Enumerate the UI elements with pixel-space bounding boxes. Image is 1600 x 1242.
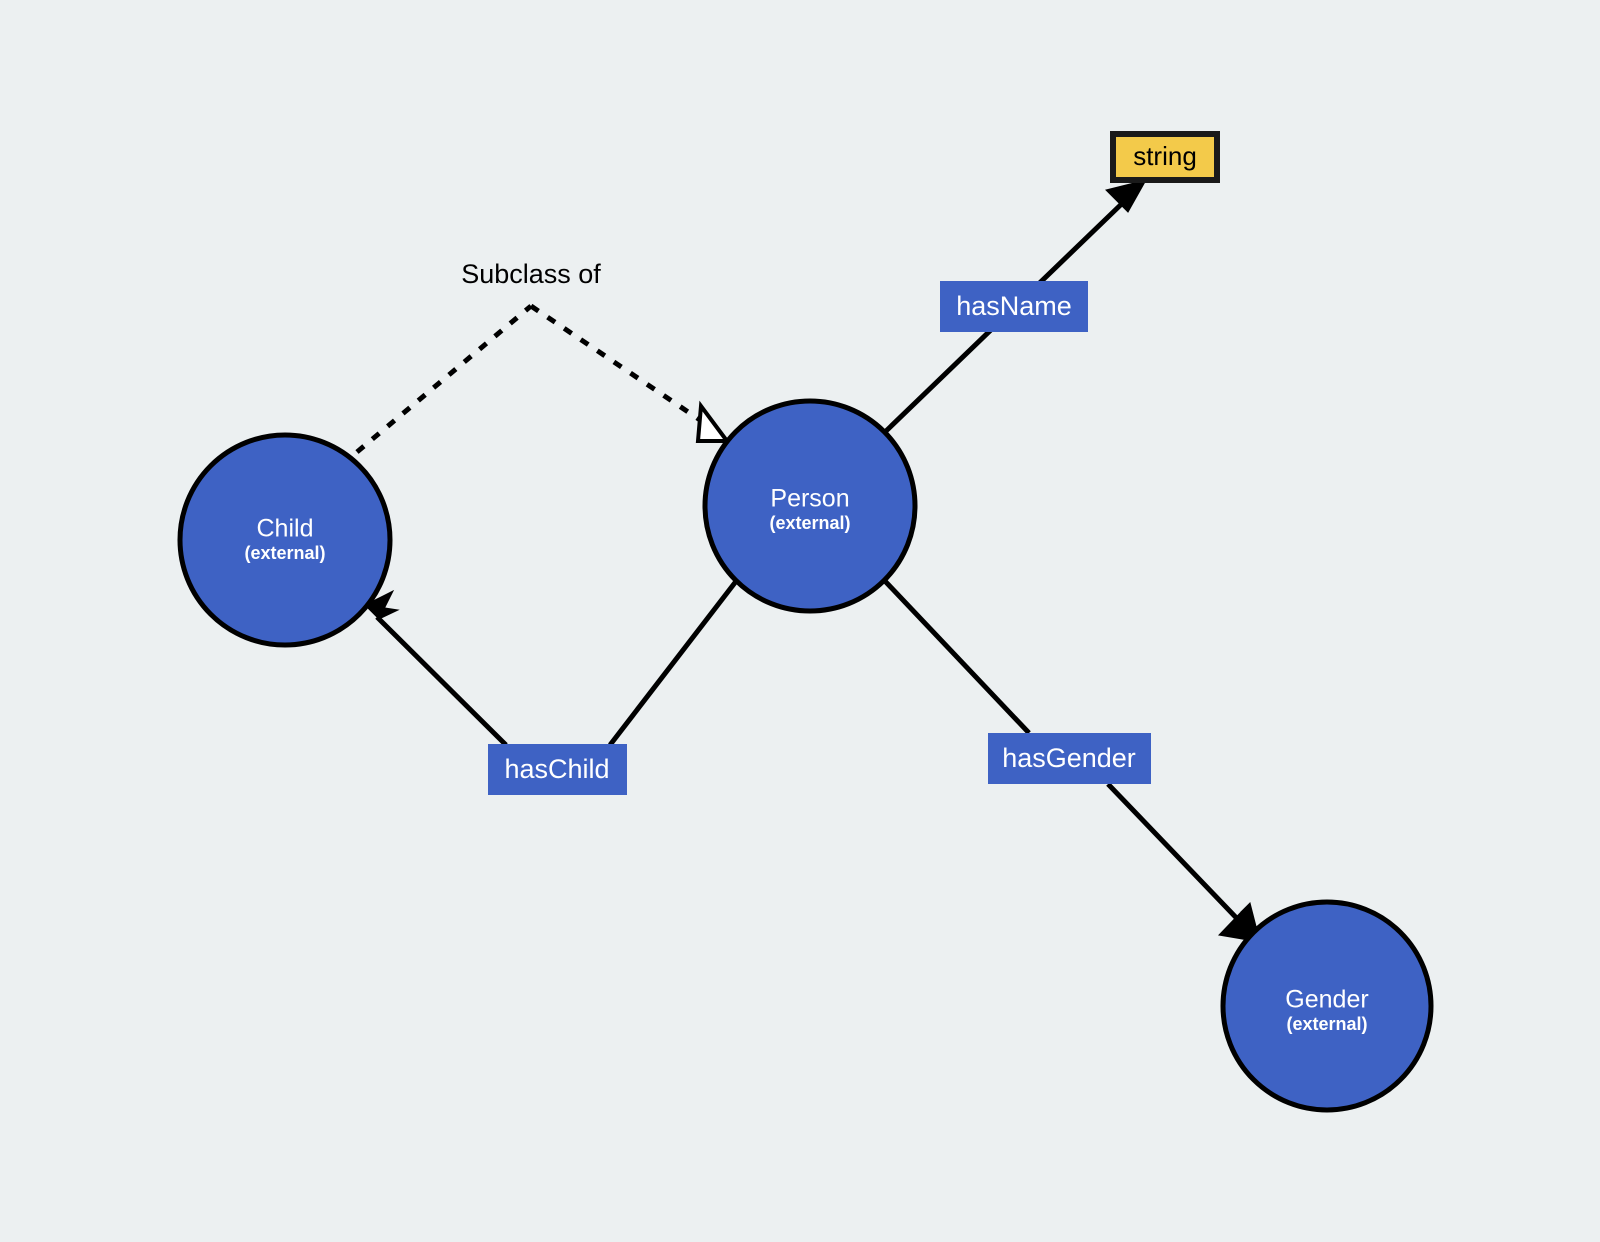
node-gender[interactable]: Gender (external) bbox=[1220, 899, 1434, 1113]
gender-sublabel: (external) bbox=[1286, 1014, 1367, 1034]
has-child-rect[interactable] bbox=[488, 744, 627, 795]
has-child-line-to-child bbox=[375, 615, 508, 747]
property-has-gender[interactable]: hasGender bbox=[988, 733, 1151, 784]
has-name-label: hasName bbox=[956, 291, 1072, 321]
has-child-arrowhead-icon-barb bbox=[363, 604, 400, 620]
has-name-rect[interactable] bbox=[940, 281, 1088, 332]
subclass-dashed-left-segment bbox=[355, 304, 533, 454]
has-gender-line-from-person bbox=[882, 578, 1031, 735]
node-child[interactable]: Child (external) bbox=[177, 432, 393, 648]
person-label: Person bbox=[770, 485, 849, 513]
string-label: string bbox=[1133, 141, 1197, 171]
has-gender-rect[interactable] bbox=[988, 733, 1151, 784]
child-circle[interactable] bbox=[177, 432, 393, 648]
subclass-hollow-arrowhead-icon bbox=[695, 400, 731, 443]
subclass-of-label: Subclass of bbox=[461, 259, 601, 289]
property-has-name[interactable]: hasName bbox=[940, 281, 1088, 332]
has-child-label: hasChild bbox=[504, 754, 609, 784]
gender-circle[interactable] bbox=[1220, 899, 1434, 1113]
has-gender-label: hasGender bbox=[1002, 743, 1136, 773]
person-circle[interactable] bbox=[702, 398, 918, 614]
subclass-dashed-right-segment bbox=[529, 303, 708, 427]
child-label: Child bbox=[257, 515, 314, 543]
edge-subclass-of bbox=[355, 303, 731, 454]
person-sublabel: (external) bbox=[769, 513, 850, 533]
gender-label: Gender bbox=[1285, 986, 1368, 1014]
node-string-datatype[interactable]: string bbox=[1110, 131, 1220, 183]
has-name-arrowhead-icon bbox=[1105, 179, 1148, 213]
child-sublabel: (external) bbox=[244, 543, 325, 563]
edge-has-child bbox=[363, 578, 739, 747]
has-child-line-from-person bbox=[608, 578, 739, 747]
string-rect[interactable] bbox=[1110, 131, 1220, 183]
has-gender-line-to-gender bbox=[1106, 782, 1250, 932]
node-person[interactable]: Person (external) bbox=[702, 398, 918, 614]
property-has-child[interactable]: hasChild bbox=[488, 744, 627, 795]
